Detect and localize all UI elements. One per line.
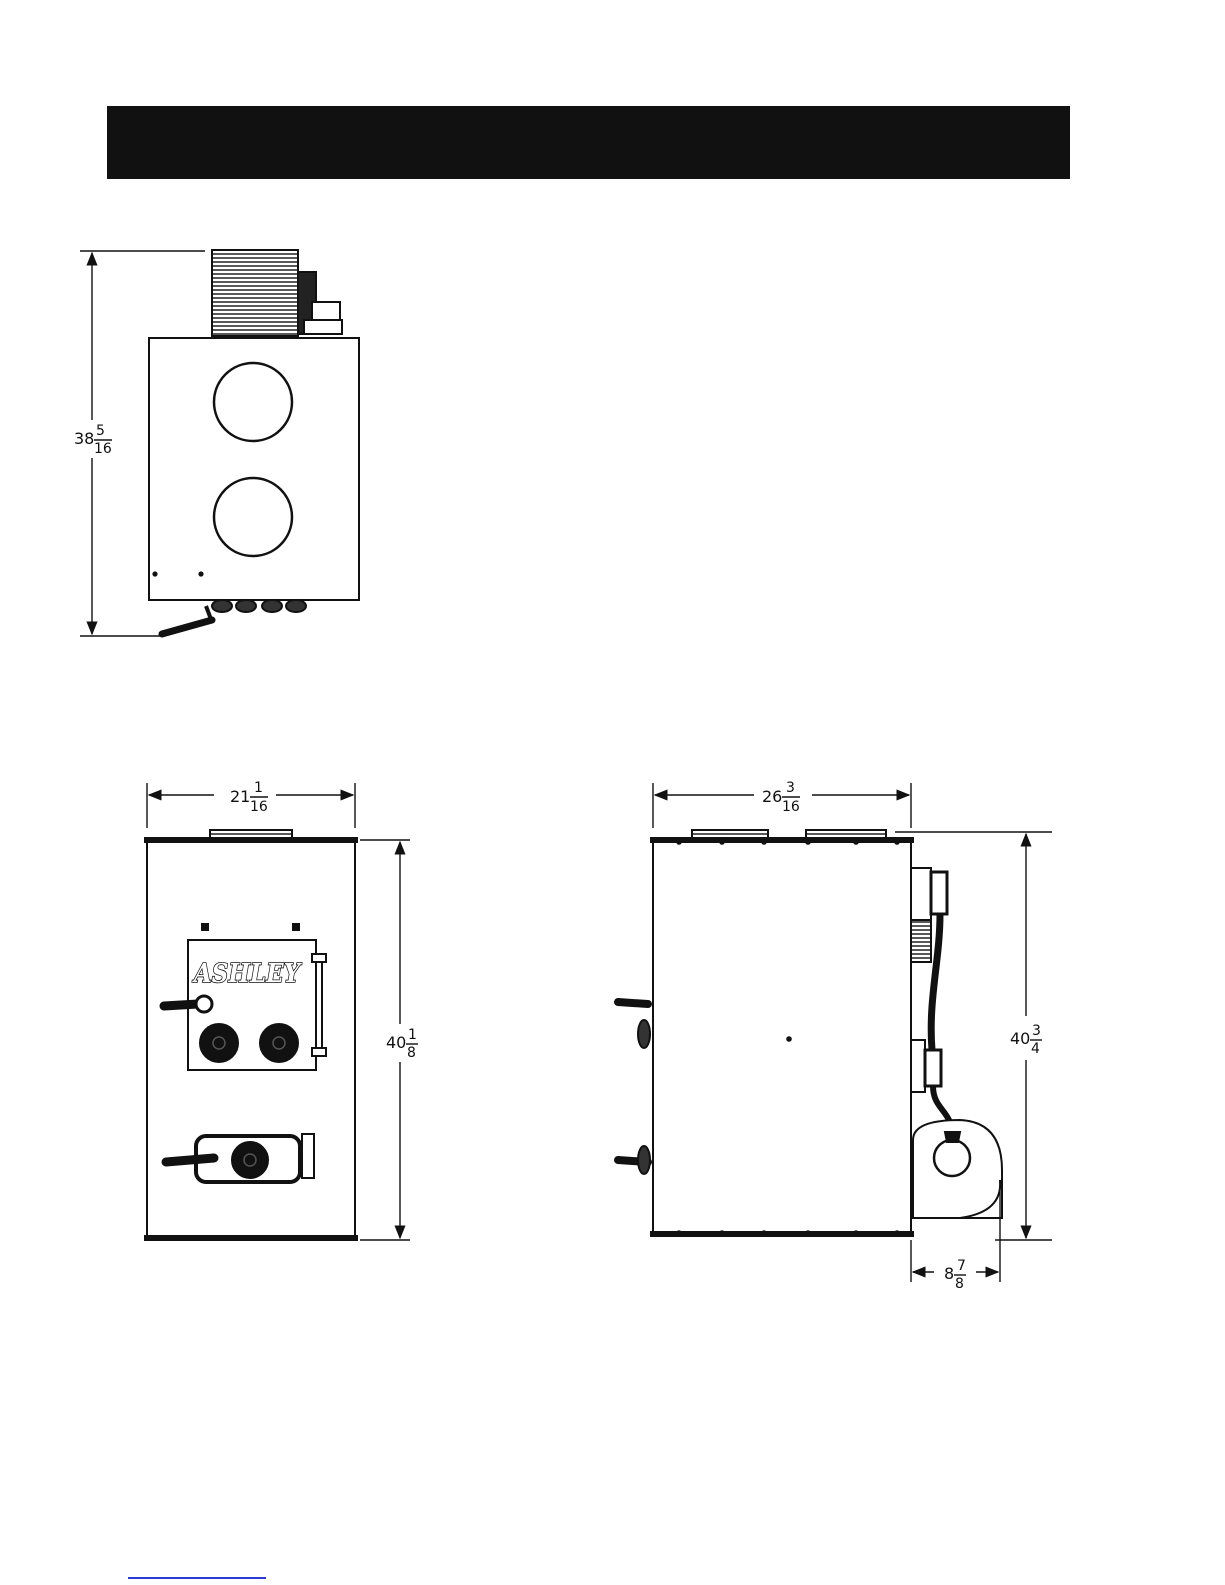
dim-den: 16 bbox=[782, 799, 800, 815]
dim-num: 5 bbox=[96, 423, 105, 439]
dim-whole: 40 bbox=[1010, 1029, 1030, 1048]
dim-den: 8 bbox=[955, 1276, 964, 1292]
dim-num: 3 bbox=[786, 780, 795, 796]
top-hole-lower bbox=[214, 478, 292, 556]
dim-whole: 38 bbox=[74, 429, 94, 448]
label-front-width: 21 1 16 bbox=[230, 780, 268, 815]
ashley-logo: ASHLEY bbox=[191, 959, 302, 989]
side-body bbox=[653, 842, 911, 1234]
top-hole-upper bbox=[214, 363, 292, 441]
label-front-height: 40 1 8 bbox=[386, 1027, 418, 1061]
label-blower-depth: 8 7 8 bbox=[944, 1258, 966, 1292]
footer-link-underline[interactable] bbox=[128, 1577, 266, 1579]
dim-num: 1 bbox=[254, 780, 263, 796]
flue-collar bbox=[212, 250, 298, 336]
dim-whole: 26 bbox=[762, 787, 782, 806]
dim-num: 1 bbox=[408, 1027, 417, 1043]
side-view bbox=[618, 830, 1002, 1236]
top-view bbox=[149, 250, 359, 634]
dim-den: 8 bbox=[407, 1045, 416, 1061]
front-view bbox=[145, 830, 357, 1240]
dim-num: 3 bbox=[1032, 1023, 1041, 1039]
dim-whole: 8 bbox=[944, 1264, 954, 1283]
dim-num: 7 bbox=[957, 1258, 966, 1274]
dim-den: 16 bbox=[250, 799, 268, 815]
top-body bbox=[149, 338, 359, 600]
dim-den: 4 bbox=[1031, 1041, 1040, 1057]
label-side-width: 26 3 16 bbox=[762, 780, 800, 815]
label-top-view-height: 38 5 16 bbox=[74, 423, 112, 457]
label-side-height: 40 3 4 bbox=[1010, 1023, 1042, 1057]
dim-whole: 40 bbox=[386, 1033, 406, 1052]
dim-den: 16 bbox=[94, 441, 112, 457]
dim-whole: 21 bbox=[230, 787, 250, 806]
